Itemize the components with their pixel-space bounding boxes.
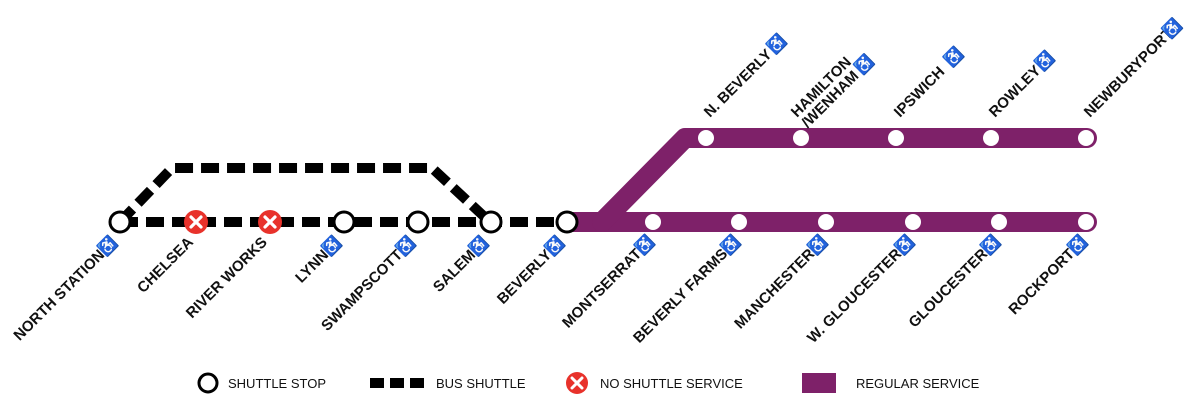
station-north-station[interactable]: ♿ NORTH STATION xyxy=(10,210,132,345)
shuttle-express-line xyxy=(116,163,494,226)
station-marker[interactable] xyxy=(793,130,809,146)
station-label: BEVERLY xyxy=(494,247,555,308)
x-icon xyxy=(570,376,584,390)
station-marker[interactable] xyxy=(645,214,661,230)
legend-no-shuttle-service: NO SHUTTLE SERVICE xyxy=(566,372,743,394)
station-chelsea[interactable]: CHELSEA xyxy=(134,210,208,297)
station-marker[interactable] xyxy=(991,214,1007,230)
station-label: MONTSERRAT xyxy=(559,246,645,332)
legend-shuttle-stop: SHUTTLE STOP xyxy=(197,372,326,394)
shuttle-stop-marker[interactable] xyxy=(479,210,503,234)
station-label: SWAMPSCOTT xyxy=(318,247,406,335)
station-marker[interactable] xyxy=(1078,130,1094,146)
legend-regular-service: REGULAR SERVICE xyxy=(802,373,980,393)
station-marker[interactable] xyxy=(888,130,904,146)
legend-label: REGULAR SERVICE xyxy=(856,376,980,391)
station-beverly-farms[interactable]: ♿ BEVERLY FARMS xyxy=(629,214,747,347)
legend-label: SHUTTLE STOP xyxy=(228,376,326,391)
station-label: RIVER WORKS xyxy=(183,234,271,322)
shuttle-segment-stations: ♿ NORTH STATION CHELSEA RIVER WORKS ♿ LY… xyxy=(10,210,579,345)
legend-bus-shuttle: BUS SHUTTLE xyxy=(370,376,526,391)
legend: SHUTTLE STOP BUS SHUTTLE NO SHUTTLE SERV… xyxy=(197,372,980,394)
rockport-branch-stations: ♿ MONTSERRAT ♿ BEVERLY FARMS ♿ MANCHESTE… xyxy=(559,214,1094,347)
station-label: BEVERLY FARMS xyxy=(630,246,731,347)
station-label: NEWBURYPORT xyxy=(1081,25,1177,121)
newburyport-line xyxy=(592,128,1097,232)
x-icon xyxy=(263,215,277,229)
station-newburyport[interactable]: NEWBURYPORT ♿ xyxy=(1078,16,1185,146)
legend-label: BUS SHUTTLE xyxy=(436,376,526,391)
station-label: ROCKPORT xyxy=(1005,246,1078,319)
station-w-gloucester[interactable]: ♿ W. GLOUCESTER xyxy=(803,214,921,347)
station-label: N. BEVERLY xyxy=(701,46,776,121)
wheelchair-icon: ♿ xyxy=(941,44,967,70)
station-label: IPSWICH xyxy=(891,63,948,120)
shuttle-stop-marker[interactable] xyxy=(406,210,430,234)
station-marker[interactable] xyxy=(818,214,834,230)
station-label: ROWLEY xyxy=(986,62,1045,121)
station-label: SALEM xyxy=(430,247,479,296)
station-beverly[interactable]: ♿ BEVERLY xyxy=(493,210,579,308)
station-marker[interactable] xyxy=(731,214,747,230)
station-marker[interactable] xyxy=(983,130,999,146)
station-marker[interactable] xyxy=(698,130,714,146)
newburyport-branch-stations: N. BEVERLY ♿ HAMILTON /WENHAM ♿ IPSWICH … xyxy=(698,16,1185,146)
station-label: NORTH STATION xyxy=(10,247,108,345)
station-label: W. GLOUCESTER xyxy=(804,245,905,346)
regular-service-lines xyxy=(558,128,1097,232)
shuttle-stop-marker[interactable] xyxy=(108,210,132,234)
station-marker[interactable] xyxy=(905,214,921,230)
station-lynn[interactable]: ♿ LYNN xyxy=(291,210,356,286)
shuttle-stop-swatch xyxy=(197,372,219,394)
station-marker[interactable] xyxy=(1078,214,1094,230)
station-label: GLOUCESTER xyxy=(905,245,991,331)
x-icon xyxy=(189,215,203,229)
shuttle-stop-marker[interactable] xyxy=(332,210,356,234)
legend-label: NO SHUTTLE SERVICE xyxy=(600,376,743,391)
station-label: CHELSEA xyxy=(134,234,197,297)
regular-service-swatch xyxy=(802,373,836,393)
station-label: MANCHESTER xyxy=(731,245,818,332)
station-swampscott[interactable]: ♿ SWAMPSCOTT xyxy=(317,210,430,335)
shuttle-stop-marker[interactable] xyxy=(555,210,579,234)
